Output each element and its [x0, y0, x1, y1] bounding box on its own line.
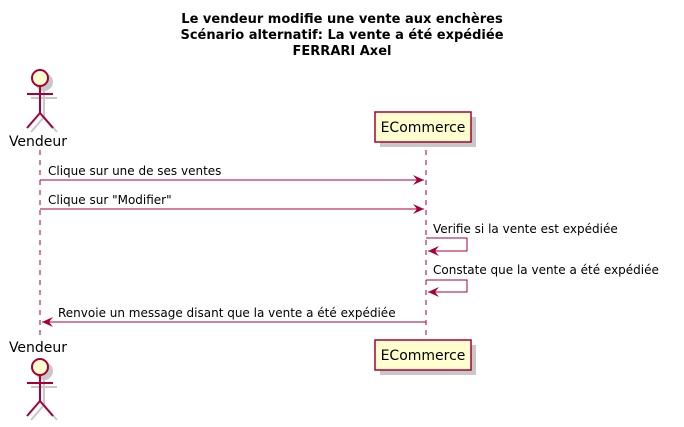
actor-vendeur-bottom — [26, 358, 58, 421]
diagram-title-line-1: Le vendeur modifie une vente aux enchère… — [181, 12, 503, 27]
message-4-label: Constate que la vente a été expédiée — [433, 263, 659, 277]
actor-vendeur-top-label: Vendeur — [9, 134, 67, 150]
message-3-self-arrow — [426, 237, 468, 256]
diagram-title-line-3: FERRARI Axel — [293, 44, 392, 59]
actor-vendeur-bottom-label: Vendeur — [9, 340, 67, 356]
participant-ecommerce-bottom — [374, 339, 472, 371]
message-4-self-arrow — [426, 279, 468, 297]
participant-ecommerce-top-label: ECommerce — [381, 120, 466, 136]
participant-ecommerce-bottom-label: ECommerce — [381, 348, 466, 364]
message-3-label: Verifie si la vente est expédiée — [433, 222, 618, 236]
message-5-label: Renvoie un message disant que la vente a… — [58, 306, 396, 320]
message-2-label: Clique sur "Modifier" — [48, 193, 172, 207]
actor-head — [31, 358, 49, 376]
message-1-label: Clique sur une de ses ventes — [48, 164, 221, 178]
participant-ecommerce-top — [374, 111, 472, 143]
actor-vendeur-top — [26, 69, 58, 133]
diagram-title-line-2: Scénario alternatif: La vente a été expé… — [180, 28, 503, 43]
actor-head — [31, 69, 49, 87]
